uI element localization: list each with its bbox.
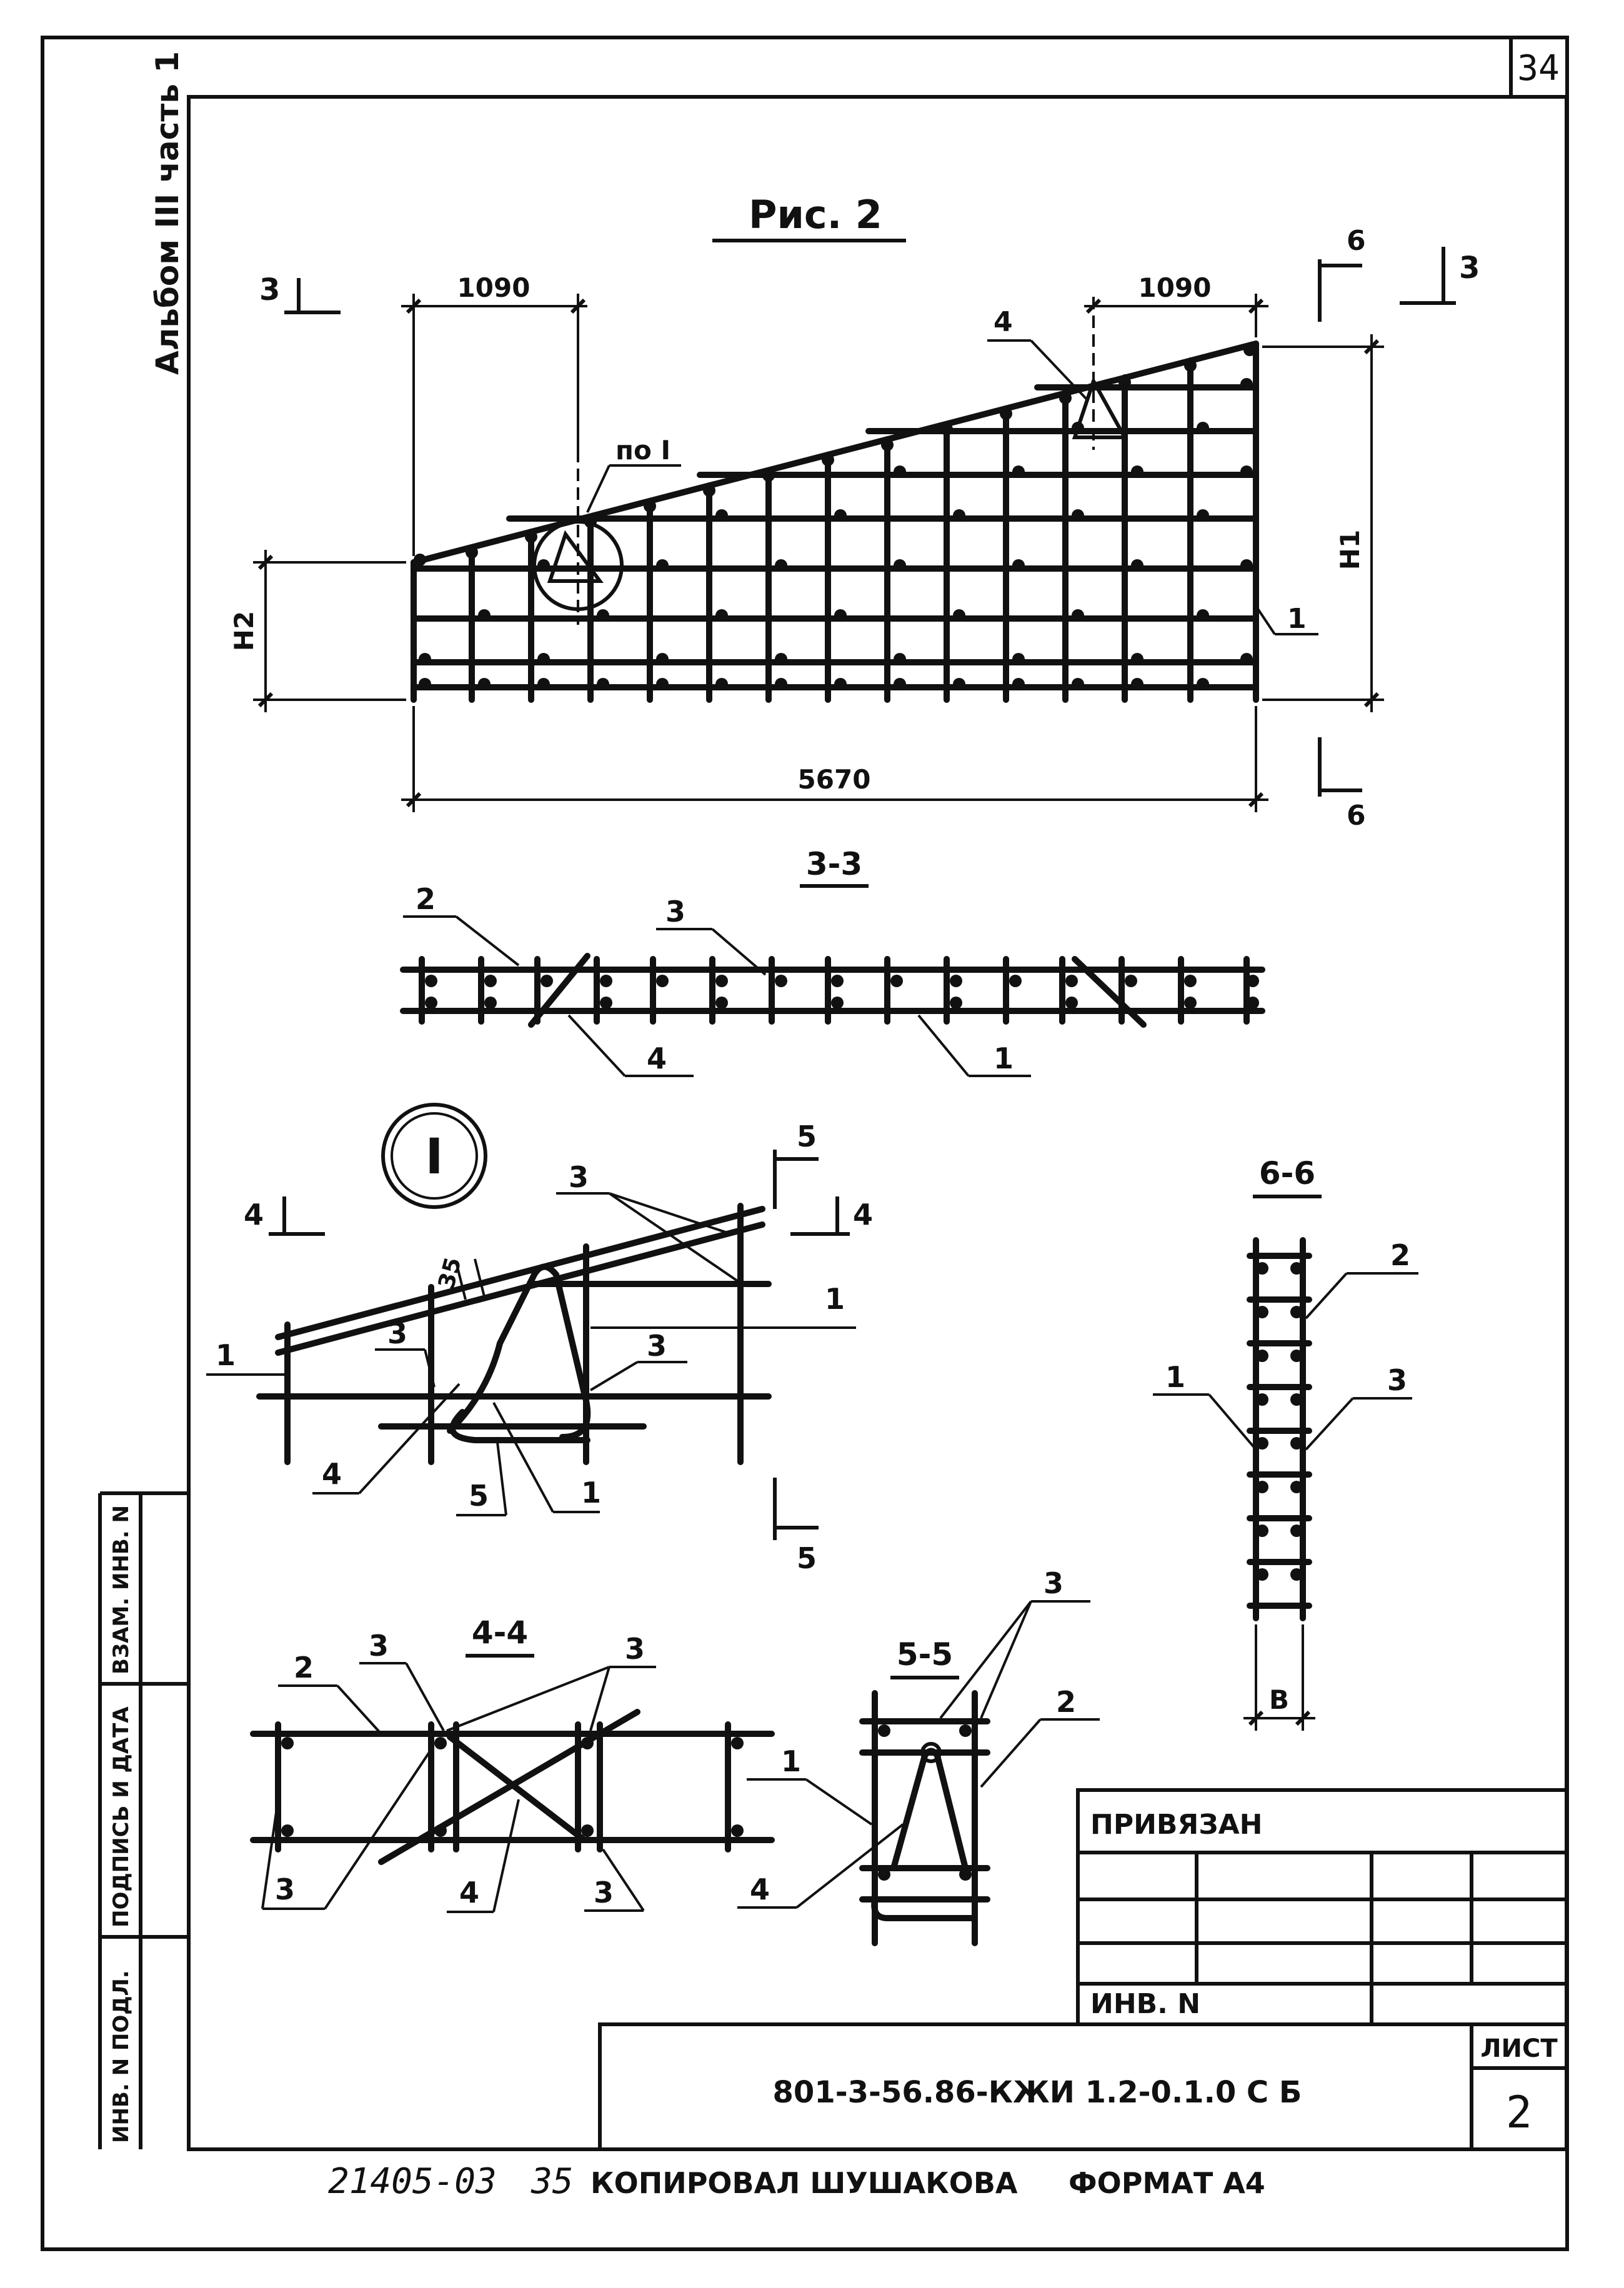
detail-I-label-3-mid-right: 3 xyxy=(647,1329,667,1363)
section-3-3-label-2: 2 xyxy=(416,882,436,916)
detail-I-section-5-top: 5 xyxy=(797,1120,817,1153)
section-6-6-view: 6-6 B 2 1 3 xyxy=(1153,1155,1418,1731)
section-4-4-label-3-bottom-right: 3 xyxy=(594,1876,614,1909)
callout-detail: по I xyxy=(615,435,670,465)
section-4-4-label-3-top-right: 3 xyxy=(625,1632,645,1666)
section-4-4-label-3-bottom-left: 3 xyxy=(275,1873,295,1906)
dim-top-right: 1090 xyxy=(1138,272,1212,303)
main-dimensions: 1090 1090 5670 H1 H2 xyxy=(229,272,1384,812)
section-3-right: 3 xyxy=(1459,251,1480,286)
footer-format: ФОРМАТ А4 xyxy=(1069,2166,1265,2200)
section-6-6-label-2: 2 xyxy=(1390,1238,1410,1272)
album-title: Альбом III часть 1 xyxy=(149,51,186,375)
section-3-3-label-3: 3 xyxy=(665,895,685,928)
section-5-5-view: 5-5 3 2 1 4 xyxy=(737,1566,1100,1946)
section-6-6-label-b: B xyxy=(1269,1684,1289,1715)
detail-I-label-1-right: 1 xyxy=(825,1282,845,1316)
callout-4: 4 xyxy=(994,306,1013,338)
dim-h1: H1 xyxy=(1335,530,1365,570)
section-5-5-label-4: 4 xyxy=(750,1873,770,1906)
dim-bottom: 5670 xyxy=(798,764,871,795)
footer-code: 21405-03 xyxy=(328,2161,497,2202)
section-6-top: 6 xyxy=(1347,225,1366,257)
callout-1: 1 xyxy=(1287,603,1307,635)
section-4-4-view: 4-4 2 3 3 3 4 xyxy=(250,1614,775,1913)
dim-top-left: 1090 xyxy=(457,272,531,303)
detail-I-label-4: 4 xyxy=(322,1457,342,1491)
side-strip: ВЗАМ. ИНВ. N ПОДПИСЬ И ДАТА ИНВ. N ПОДЛ. xyxy=(98,1491,189,2149)
detail-I-section-5-bottom: 5 xyxy=(797,1541,817,1575)
side-inv-podl: ИНВ. N ПОДЛ. xyxy=(109,1970,134,2143)
detail-I-label-5: 5 xyxy=(469,1479,489,1513)
section-6-6-label-3: 3 xyxy=(1387,1363,1407,1397)
section-6-6-label-1: 1 xyxy=(1165,1360,1185,1394)
section-3-3-title: 3-3 xyxy=(806,846,862,882)
section-4-4-label-3-top: 3 xyxy=(369,1629,389,1663)
section-3-3-label-1: 1 xyxy=(994,1042,1014,1075)
stamp: ПРИВЯЗАН ИНВ. N 801-3-56.86-КЖИ 1.2-0.1.… xyxy=(598,1788,1568,2151)
side-vzam-inv: ВЗАМ. ИНВ. N xyxy=(109,1505,134,1674)
footer: 21405-03 35 КОПИРОВАЛ ШУШАКОВА ФОРМАТ А4 xyxy=(328,2161,1265,2202)
detail-I-badge: I xyxy=(425,1129,443,1185)
side-podpis-data: ПОДПИСЬ И ДАТА xyxy=(109,1706,134,1927)
section-6-6-title: 6-6 xyxy=(1259,1155,1315,1191)
figure-title: Рис. 2 xyxy=(749,192,882,237)
section-3-left: 3 xyxy=(259,272,280,307)
detail-I-label-3-mid-left: 3 xyxy=(387,1316,407,1350)
section-3-3-view: 3-3 2 3 xyxy=(400,846,1265,1077)
stamp-list-label: ЛИСТ xyxy=(1480,2034,1558,2063)
stamp-list-number: 2 xyxy=(1506,2087,1532,2138)
detail-I-label-1-left: 1 xyxy=(216,1338,236,1372)
section-6-bottom: 6 xyxy=(1347,800,1366,832)
page-number: 34 xyxy=(1517,48,1559,89)
detail-I-label-1-bottom: 1 xyxy=(581,1476,601,1510)
footer-number: 35 xyxy=(531,2161,573,2202)
stamp-doc-code: 801-3-56.86-КЖИ 1.2-0.1.0 С Б xyxy=(773,2075,1302,2110)
section-4-4-label-2: 2 xyxy=(294,1651,314,1684)
dim-h2: H2 xyxy=(229,611,259,651)
page-number-box: 34 xyxy=(1509,37,1560,97)
main-callouts: по I 4 1 3 3 6 6 xyxy=(259,225,1480,832)
section-4-4-title: 4-4 xyxy=(472,1614,528,1651)
section-4-4-label-4: 4 xyxy=(459,1876,479,1909)
stamp-inv-n: ИНВ. N xyxy=(1090,1988,1200,2020)
section-5-5-label-2: 2 xyxy=(1056,1685,1076,1719)
detail-I-section-4-left: 4 xyxy=(244,1198,264,1231)
detail-I-view: I 35 3 1 1 3 3 4 xyxy=(206,1103,873,1575)
detail-I-label-3-top: 3 xyxy=(569,1160,589,1194)
section-3-3-label-4: 4 xyxy=(647,1042,667,1075)
stamp-privyazan: ПРИВЯЗАН xyxy=(1090,1809,1262,1841)
section-5-5-title: 5-5 xyxy=(897,1636,953,1673)
main-mesh-view xyxy=(411,297,1259,703)
section-5-5-label-3: 3 xyxy=(1044,1566,1064,1600)
footer-copied: КОПИРОВАЛ ШУШАКОВА xyxy=(590,2166,1018,2200)
section-5-5-label-1: 1 xyxy=(781,1744,801,1778)
detail-I-section-4-right: 4 xyxy=(853,1198,873,1231)
